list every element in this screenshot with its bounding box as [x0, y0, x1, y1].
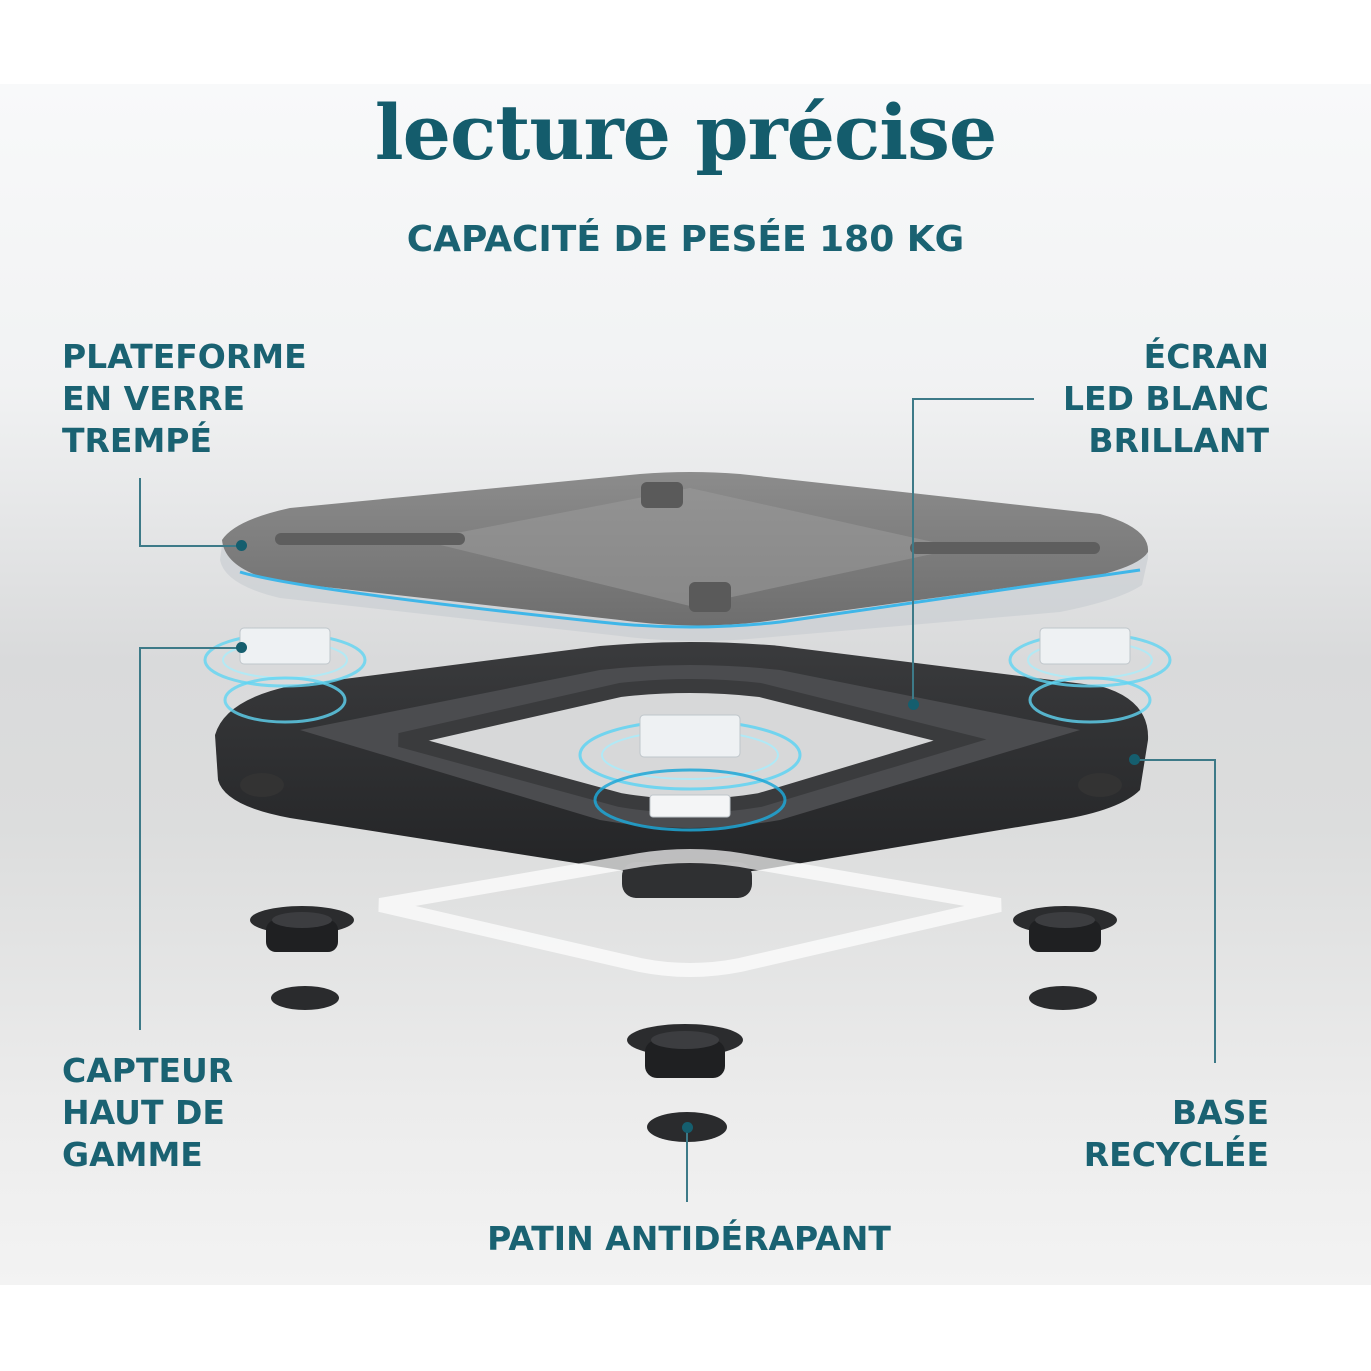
page-title: lecture précise: [374, 88, 998, 177]
callout-pad-dot: [682, 1122, 693, 1133]
callout-pad-line-v: [686, 1128, 688, 1202]
foot-left: [250, 906, 354, 952]
sensor-center: [578, 714, 802, 832]
callout-platform-dot: [236, 540, 247, 551]
callout-screen-line-h: [912, 398, 1034, 400]
callout-base-dot: [1129, 754, 1140, 765]
callout-base-label: BASE RECYCLÉE: [1083, 1093, 1269, 1174]
callout-platform-line-h: [139, 545, 242, 547]
callout-sensor-line-v: [139, 647, 141, 1030]
callout-base-line-h: [1135, 759, 1216, 761]
callout-sensor-line-h: [139, 647, 242, 649]
foot-center: [627, 1024, 743, 1078]
callout-screen-label: ÉCRAN LED BLANC BRILLANT: [1062, 337, 1269, 460]
bottom-plate: [378, 849, 1002, 977]
callout-pad-label: PATIN ANTIDÉRAPANT: [487, 1219, 891, 1258]
callout-sensor-dot: [236, 642, 247, 653]
callout-base-line-v: [1214, 759, 1216, 1063]
callout-platform-label: PLATEFORME EN VERRE TREMPÉ: [62, 337, 307, 460]
callout-screen-dot: [908, 699, 919, 710]
callout-platform-line-v: [139, 478, 141, 546]
sensor-right: [1008, 627, 1172, 724]
capacity-subtitle: CAPACITÉ DE PESÉE 180 KG: [406, 219, 965, 260]
pad-left: [271, 986, 339, 1010]
glass-platform: [220, 472, 1149, 642]
callout-screen-line-v: [912, 398, 914, 704]
foot-right: [1013, 906, 1117, 952]
pad-right: [1029, 986, 1097, 1010]
callout-sensor-label: CAPTEUR HAUT DE GAMME: [62, 1051, 234, 1174]
